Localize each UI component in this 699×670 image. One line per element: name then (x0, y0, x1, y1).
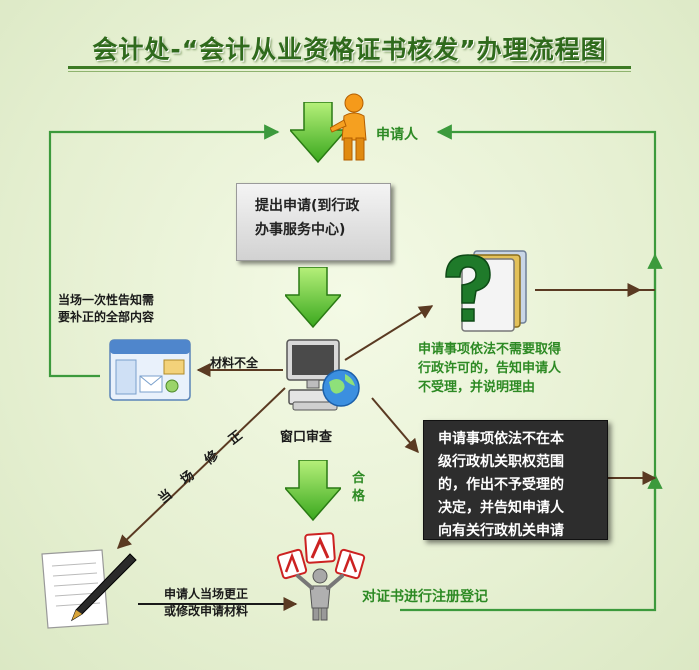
applicant-correct-line-2: 或修改申请材料 (164, 604, 249, 618)
no-permit-needed-text: 申请事项依法不需要取得 行政许可的，告知申请人 不受理，并说明理由 (418, 340, 561, 397)
incomplete-materials-label: 材料不全 (210, 356, 259, 370)
submit-line-1: 提出申请(到行政 (255, 198, 360, 214)
no-permit-line-1: 申请事项依法不需要取得 (418, 342, 562, 357)
scope-line-1: 申请事项依法不在本 (438, 431, 564, 447)
register-label: 对证书进行注册登记 (362, 589, 488, 605)
submit-line-2: 办事服务中心) (255, 222, 346, 238)
notice-line-2: 要补正的全部内容 (58, 310, 155, 324)
one-time-notice-text: 当场一次性告知需 要补正的全部内容 (58, 292, 154, 326)
question-mark-book-icon (445, 250, 527, 332)
submit-application-box: 提出申请(到行政 办事服务中心) (236, 183, 391, 261)
down-arrow-icon (290, 102, 346, 164)
down-arrow-icon (285, 267, 341, 329)
no-permit-line-2: 行政许可的，告知申请人 (418, 361, 562, 376)
notice-line-1: 当场一次性告知需 (58, 293, 155, 307)
applicant-label: 申请人 (376, 127, 418, 143)
person-pointing-icon (330, 93, 367, 161)
scope-line-4: 决定，并告知申请人 (438, 500, 564, 516)
title-underline (68, 66, 631, 69)
computer-globe-icon (286, 339, 360, 411)
qualified-char-1: 合 (352, 471, 366, 486)
window-review-label: 窗口审查 (280, 430, 333, 445)
out-of-scope-box: 申请事项依法不在本 级行政机关职权范围 的，作出不予受理的 决定，并告知申请人 … (423, 420, 608, 540)
scope-line-3: 的，作出不予受理的 (438, 477, 564, 493)
no-permit-line-3: 不受理，并说明理由 (418, 380, 536, 395)
qualified-char-2: 格 (352, 489, 366, 504)
down-arrow-icon (285, 460, 341, 522)
scope-line-5: 向有关行政机关申请 (438, 523, 564, 539)
pen-paper-icon (41, 549, 137, 629)
scope-line-2: 级行政机关职权范围 (438, 454, 564, 470)
title-underline-thin (68, 71, 631, 72)
mail-window-icon (109, 339, 191, 401)
applicant-correct-line-1: 申请人当场更正 (164, 587, 249, 601)
applicant-correct-text: 申请人当场更正 或修改申请材料 (164, 586, 248, 620)
trophy-person-icon (276, 532, 366, 621)
loop-notice-to-applicant (48, 124, 280, 378)
page-title: 会计处-“会计从业资格证书核发”办理流程图 (92, 35, 607, 64)
